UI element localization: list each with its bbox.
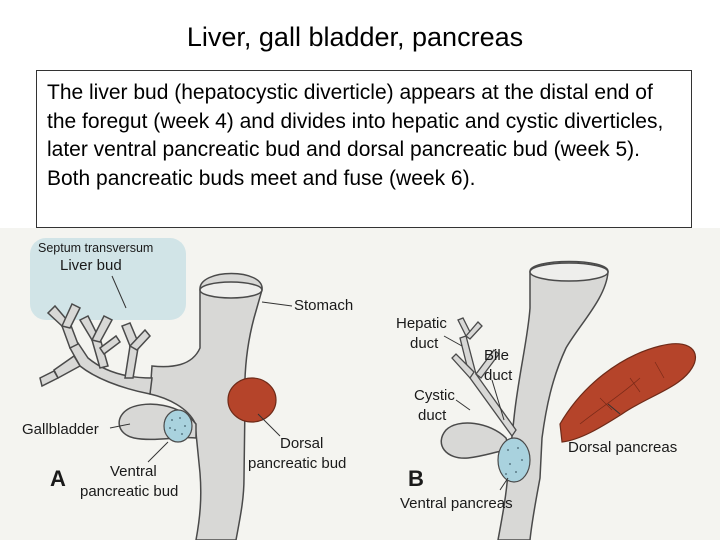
stomach-label: Stomach (294, 297, 353, 314)
bile-duct-label-line1: Bile (484, 347, 509, 364)
bile-duct-label-line2: duct (484, 367, 513, 384)
liver-bud-branches (39, 302, 153, 395)
dorsal-pancreatic-bud-a (227, 377, 277, 423)
cystic-duct-label-line2: duct (418, 407, 447, 424)
dorsal-pancreas-texture (579, 361, 665, 425)
dorsal-pancreas-label: Dorsal pancreas (568, 439, 677, 456)
septum-transversum-region (30, 238, 186, 320)
hepatic-duct-label-line1: Hepatic (396, 315, 447, 332)
panel-a-letter: A (50, 466, 66, 491)
hepatic-duct-label-line2: duct (410, 335, 439, 352)
description-box: The liver bud (hepatocystic diverticle) … (36, 70, 692, 228)
ventral-bud-label-line1: Ventral (110, 463, 157, 480)
foregut-opening-b (529, 262, 609, 282)
slide-title: Liver, gall bladder, pancreas (186, 22, 524, 52)
duct-system-b (451, 317, 517, 438)
dorsal-bud-label-line1: Dorsal (280, 435, 323, 452)
foregut-opening-a (199, 281, 263, 299)
description-text: The liver bud (hepatocystic diverticle) … (47, 81, 664, 190)
septum-transversum-label: Septum transversum (38, 241, 153, 255)
panel-b-letter: B (408, 466, 424, 491)
ventral-pancreatic-bud-a (163, 409, 193, 443)
gallbladder-b (440, 422, 512, 459)
figure-svg: Septum transversum Liver bud Stomach Gal… (0, 228, 720, 540)
gallbladder-label: Gallbladder (22, 421, 99, 438)
embryology-figure: Septum transversum Liver bud Stomach Gal… (0, 228, 720, 540)
cystic-duct-label-line1: Cystic (414, 387, 455, 404)
ventral-bud-dots-a (169, 417, 186, 435)
ventral-bud-label-line2: pancreatic bud (80, 483, 178, 500)
leader-lines-a (109, 275, 293, 463)
ventral-pancreas-b (497, 437, 531, 483)
ventral-pancreas-dots (505, 447, 523, 475)
dorsal-pancreas-b (559, 343, 697, 443)
dorsal-bud-label-line2: pancreatic bud (248, 455, 346, 472)
leader-lines-b (443, 335, 621, 491)
liver-bud-label: Liver bud (60, 257, 122, 274)
ventral-pancreas-label: Ventral pancreas (400, 495, 513, 512)
